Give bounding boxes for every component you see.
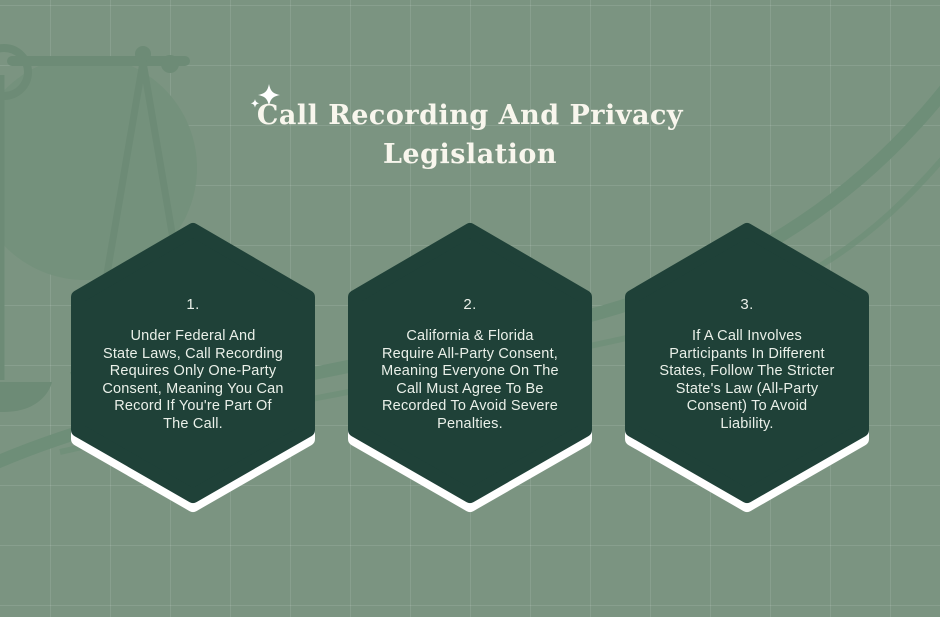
- hexagon-shape: [71, 223, 315, 512]
- circle-shape: [0, 56, 197, 280]
- card-number: 1.: [186, 296, 200, 313]
- card-number: 2.: [463, 296, 477, 313]
- page-title-line1: Call Recording And Privacy: [256, 100, 684, 131]
- page-title-line2: Legislation: [382, 139, 558, 170]
- hexagon-shape: [625, 223, 869, 512]
- hexagon-body: [71, 223, 315, 503]
- card-text: Under Federal And State Laws, Call Recor…: [102, 328, 284, 432]
- card-text: California & Florida Require All-Party C…: [381, 328, 559, 432]
- page-title: Call Recording And Privacy Legislation: [0, 96, 940, 174]
- card-text: If A Call Involves Participants In Diffe…: [659, 328, 835, 432]
- hex-card-3: 3. If A Call Involves Participants In Di…: [624, 222, 870, 514]
- hexagon-shape: [348, 223, 592, 512]
- sparkle-icon: [250, 84, 280, 108]
- hex-card-1: 1. Under Federal And State Laws, Call Re…: [70, 222, 316, 514]
- hexagon-body: [625, 223, 869, 503]
- card-number: 3.: [740, 296, 754, 313]
- hex-card-2: 2. California & Florida Require All-Part…: [347, 222, 593, 514]
- hexagon-body: [348, 223, 592, 503]
